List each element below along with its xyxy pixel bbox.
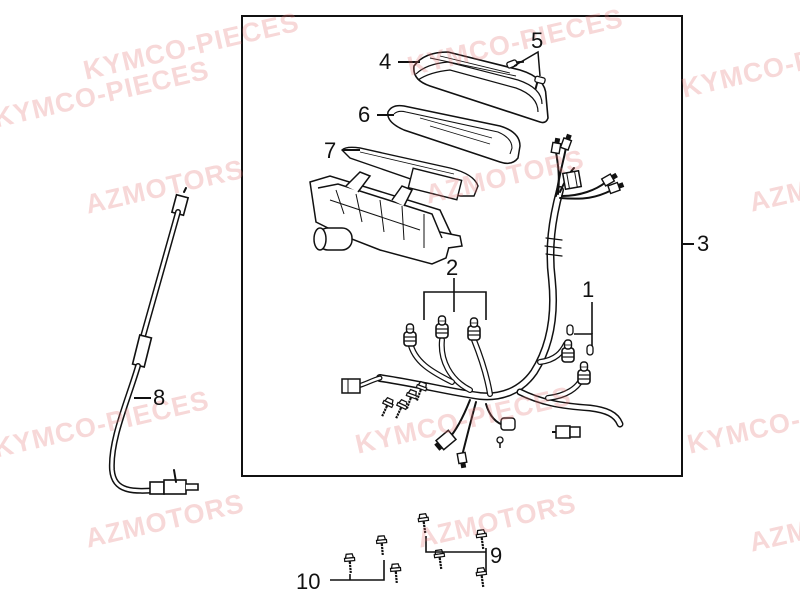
callout-9: 9 [490,543,503,568]
harness-connectors [341,132,626,470]
leader-1 [574,333,593,346]
assembly-frame [241,15,683,477]
meter-cover-upper [413,51,549,124]
meter-plate [341,146,479,201]
screw-part-10 [343,534,403,585]
leader-2 [423,291,487,320]
wiring-harness [355,145,624,457]
callout-6: 6 [358,102,371,127]
bulb-part-1 [561,324,594,385]
speedometer-cable [108,187,199,495]
leader-5 [513,50,541,77]
leader-9 [425,536,486,553]
screw-part-9 [416,512,490,589]
callout-8: 8 [153,385,166,410]
callout-5: 5 [531,28,544,53]
callout-4: 4 [379,49,392,74]
meter-lens-ring [387,104,521,165]
callout-10: 10 [296,569,321,594]
callout-3: 3 [697,231,710,256]
callout-7: 7 [324,138,337,163]
leader-10 [330,560,385,581]
harness-bolts [376,379,430,422]
callout-2: 2 [446,255,459,280]
callout-1: 1 [582,277,595,302]
meter-body [309,171,463,265]
